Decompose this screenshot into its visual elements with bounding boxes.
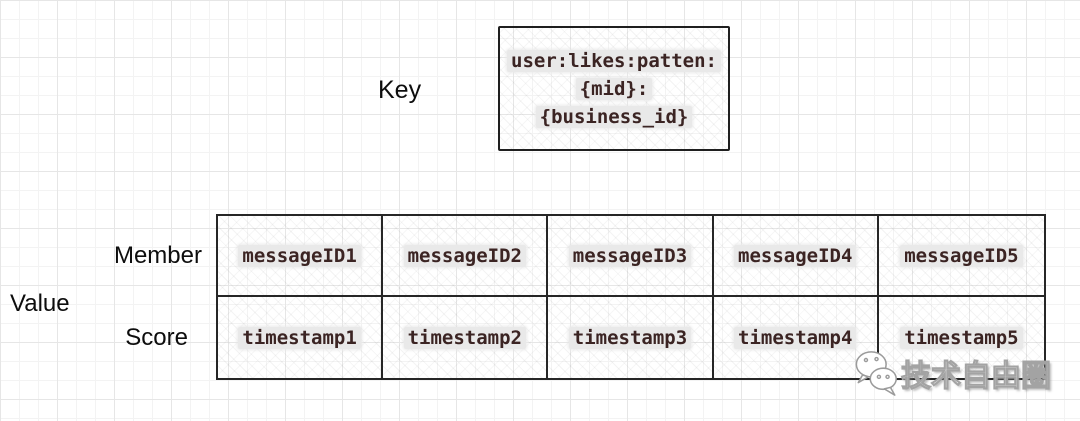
score-value: timestamp5 <box>900 326 1023 349</box>
score-cell: timestamp3 <box>548 297 714 378</box>
score-value: timestamp3 <box>568 326 692 349</box>
member-value: messageID1 <box>238 244 361 267</box>
key-pattern-line: user:likes:patten: <box>507 49 721 72</box>
member-value: messageID2 <box>403 244 526 267</box>
member-cell: messageID3 <box>548 216 714 297</box>
score-value: timestamp4 <box>734 326 857 349</box>
member-value: messageID5 <box>900 244 1023 267</box>
sorted-set-table: messageID1 messageID2 messageID3 message… <box>216 214 1046 380</box>
score-value: timestamp2 <box>403 326 526 349</box>
member-value: messageID4 <box>734 244 857 267</box>
value-section-label: Value <box>10 290 70 317</box>
score-value: timestamp1 <box>238 326 361 349</box>
score-cell: timestamp4 <box>713 297 879 378</box>
key-section-label: Key <box>378 76 422 104</box>
key-pattern-line: {mid}: <box>575 77 653 100</box>
member-cell: messageID5 <box>878 216 1044 297</box>
key-box: user:likes:patten: {mid}: {business_id} <box>498 26 730 151</box>
score-row-label: Score <box>125 324 188 351</box>
score-cell: timestamp1 <box>218 297 384 378</box>
score-cell: timestamp2 <box>383 297 549 378</box>
member-value: messageID3 <box>568 244 692 267</box>
member-cell: messageID4 <box>713 216 879 297</box>
member-cell: messageID2 <box>383 216 549 297</box>
score-cell: timestamp5 <box>878 297 1044 378</box>
member-cell: messageID1 <box>218 216 384 297</box>
member-row-label: Member <box>113 242 202 269</box>
key-pattern-line: {business_id} <box>535 105 693 128</box>
